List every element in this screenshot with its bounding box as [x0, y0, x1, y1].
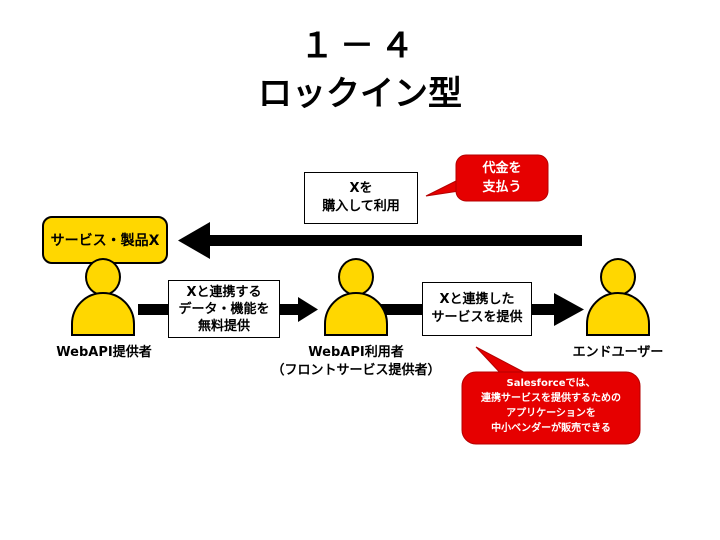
salesforce-line-2: 連携サービスを提供するための	[481, 393, 621, 404]
product-box: サービス・製品X	[42, 216, 168, 264]
provider-label: WebAPI提供者	[56, 345, 152, 360]
slide-number: １－４	[300, 26, 420, 66]
salesforce-line-1: Salesforceでは、	[506, 378, 596, 389]
payment-line-1: 代金を	[482, 161, 522, 176]
purchase-arrow	[178, 222, 582, 259]
slide-title: ロックイン型	[258, 74, 462, 114]
provider-person-icon	[71, 258, 135, 336]
salesforce-callout-shape	[461, 346, 641, 445]
payment-callout: 代金を 支払う	[456, 159, 548, 197]
product-label: サービス・製品X	[50, 233, 160, 249]
link-data-line-2: データ・機能を	[178, 301, 270, 317]
link-data-box: Xと連携する データ・機能を 無料提供	[168, 280, 280, 338]
salesforce-line-4: 中小ベンダーが販売できる	[491, 423, 611, 434]
link-service-line-2: サービスを提供	[431, 310, 523, 325]
payment-line-2: 支払う	[482, 180, 522, 195]
user-label-sub: （フロントサービス提供者）	[271, 363, 441, 378]
salesforce-callout: Salesforceでは、 連携サービスを提供するための アプリケーションを 中…	[462, 376, 640, 436]
link-data-line-1: Xと連携する	[186, 284, 262, 300]
purchase-line-1: Xを	[349, 181, 373, 196]
payment-callout-shape	[425, 154, 549, 202]
user-label: WebAPI利用者 （フロントサービス提供者）	[256, 344, 456, 380]
user-person-icon	[324, 258, 388, 336]
enduser-label: エンドユーザー	[572, 345, 664, 360]
link-service-line-1: Xと連携した	[439, 292, 515, 307]
enduser-person-icon	[586, 258, 650, 336]
purchase-line-2: 購入して利用	[322, 199, 400, 214]
link-data-line-3: 無料提供	[197, 318, 250, 334]
user-label-main: WebAPI利用者	[308, 345, 404, 360]
link-service-box: Xと連携した サービスを提供	[422, 282, 532, 336]
salesforce-line-3: アプリケーションを	[506, 408, 596, 419]
purchase-box: Xを 購入して利用	[304, 172, 418, 224]
